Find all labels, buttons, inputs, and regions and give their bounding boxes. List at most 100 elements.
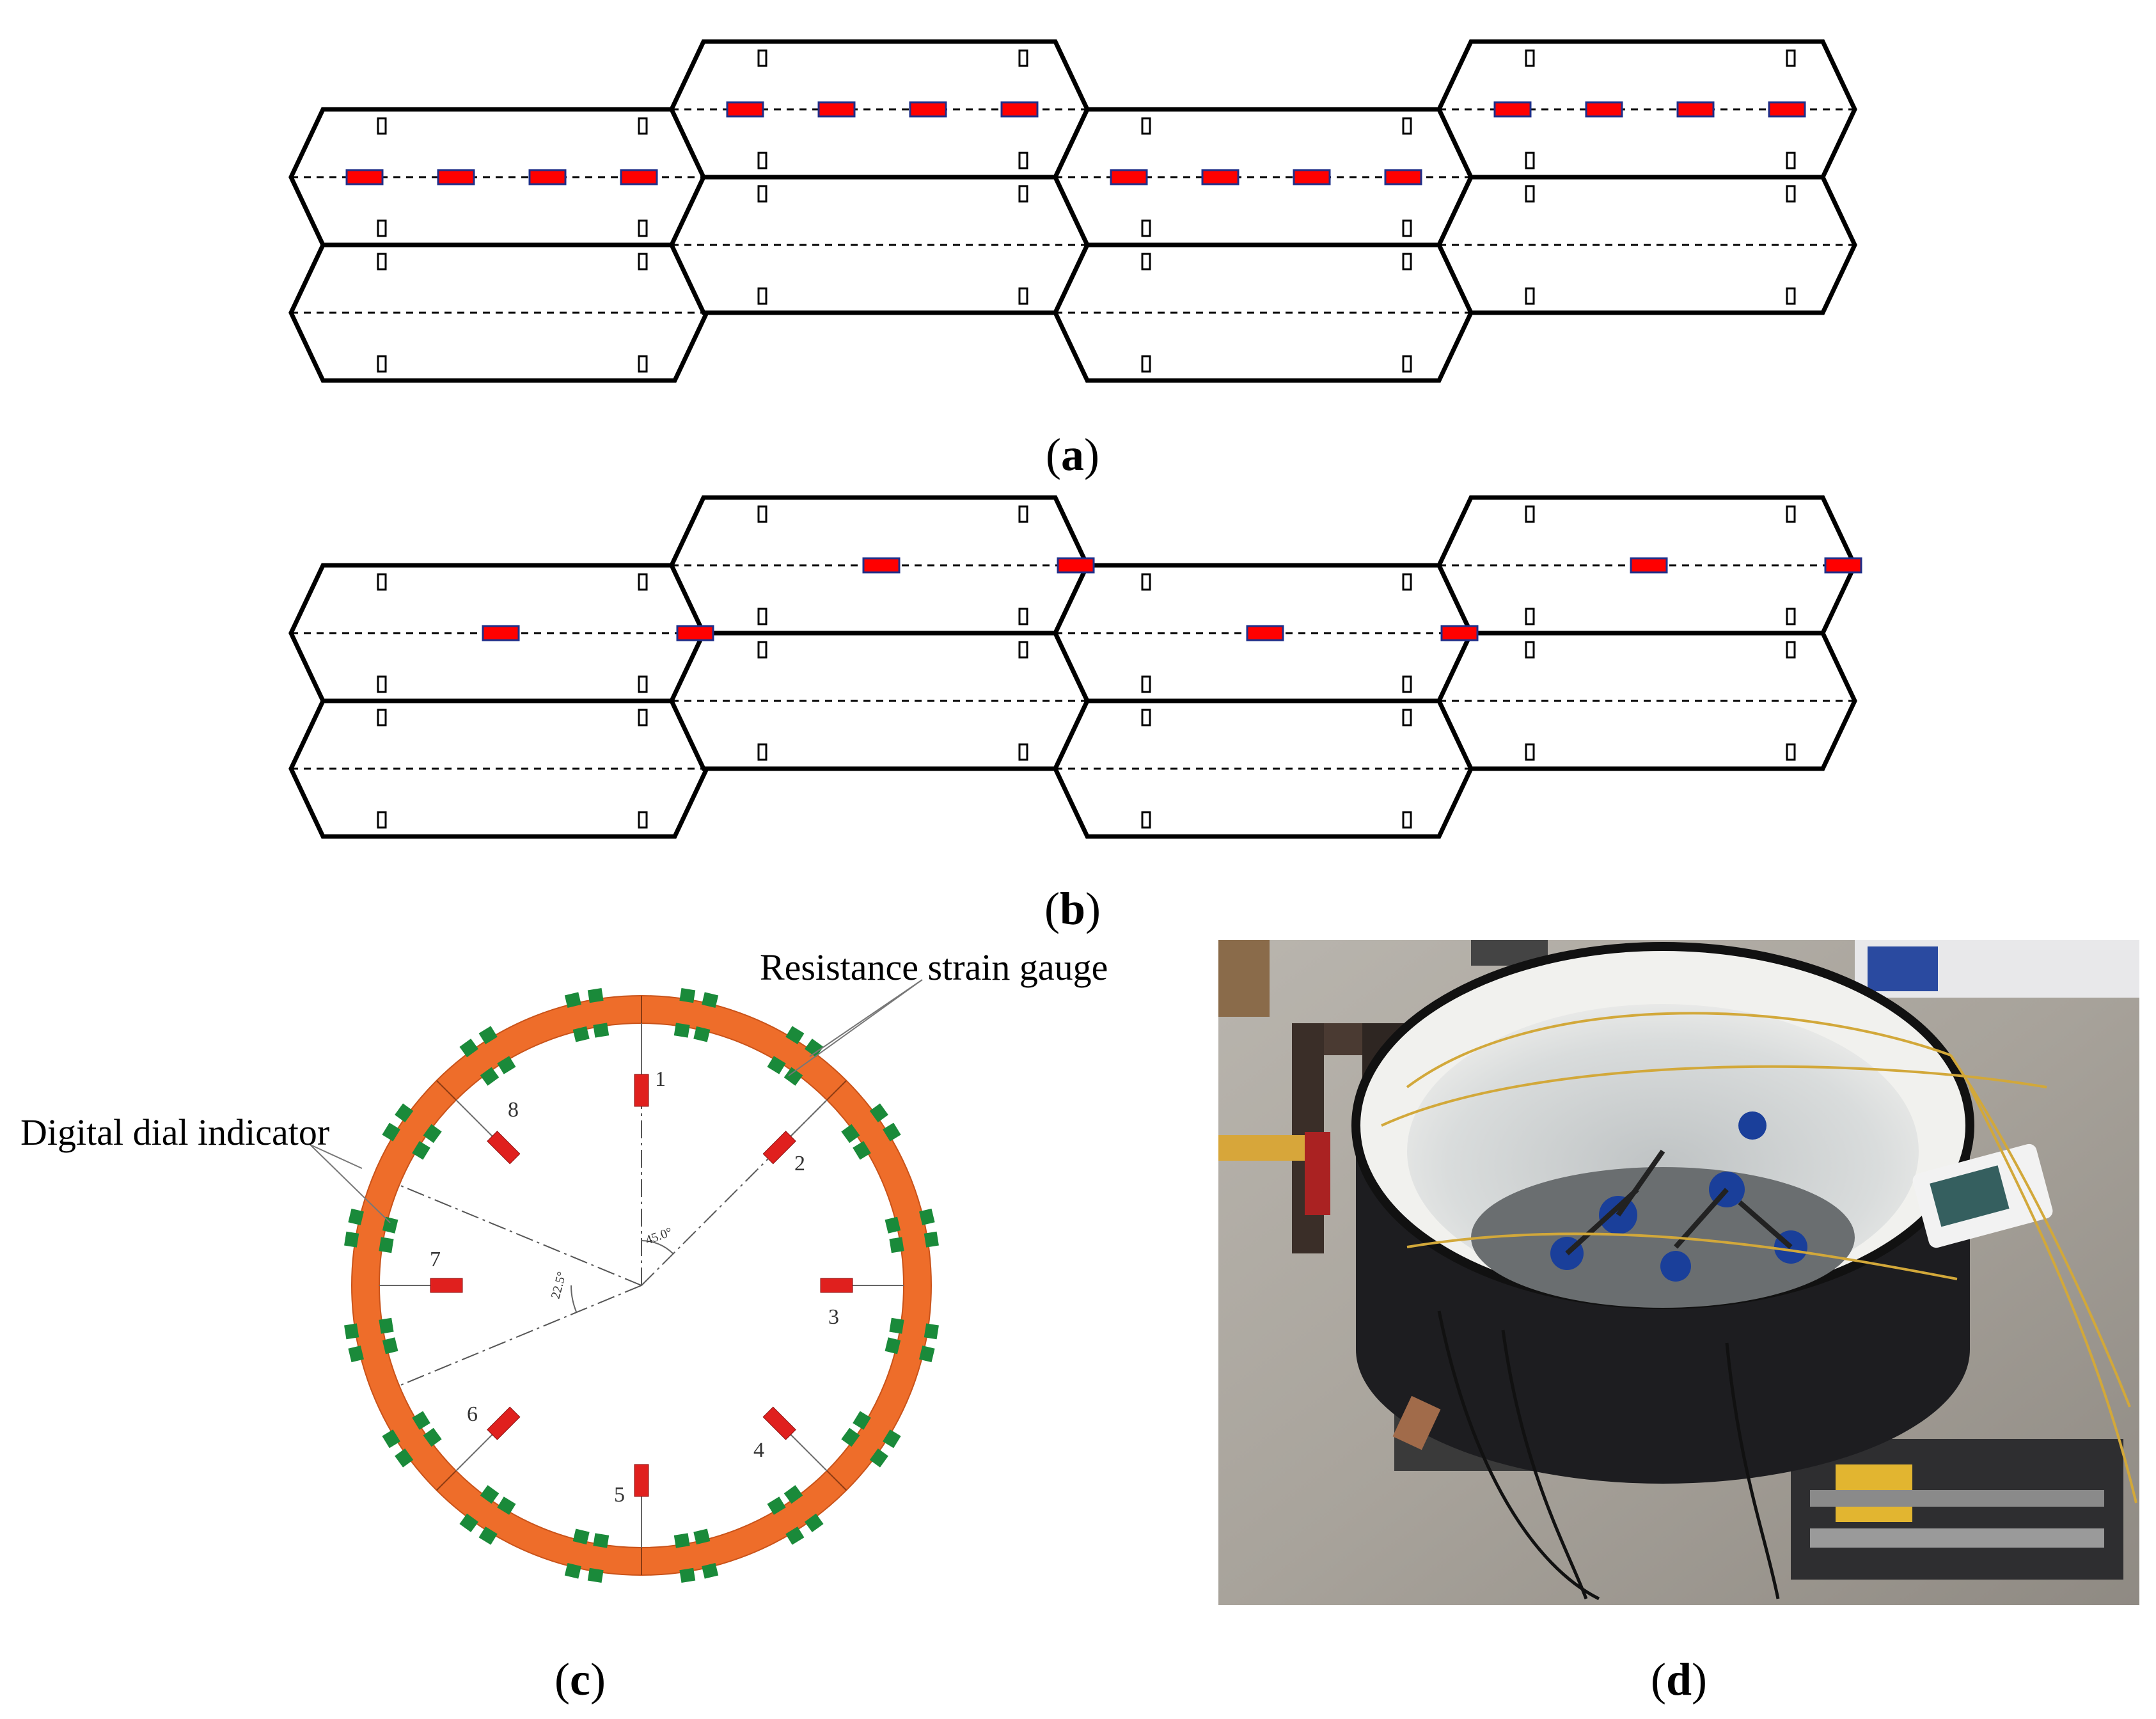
dial-indicator-marker-outer-14 <box>785 1527 805 1545</box>
strain-gauge-b-1-0 <box>862 557 901 574</box>
bolt-hole-1-1-b0 <box>757 743 767 761</box>
strain-gauge-a-2-1 <box>1201 169 1239 185</box>
dial-indicator-marker-outer-5 <box>869 1103 888 1122</box>
bolt-hole-2-1-t1 <box>1402 709 1412 726</box>
strain-gauge-label: Resistance strain gauge <box>760 946 1108 988</box>
bolt-hole-1-1-t0 <box>757 641 767 659</box>
bolt-hole-2-1-t1 <box>1402 253 1412 271</box>
dial-indicator-marker-outer-28 <box>395 1103 414 1122</box>
strain-gauge-b-2-0 <box>1246 625 1284 641</box>
bolt-hole-3-1-b0 <box>1525 743 1535 761</box>
bolt-hole-0-0-t0 <box>377 573 387 591</box>
bolt-hole-1-1-t1 <box>1018 185 1028 203</box>
strain-gauge-a-0-2 <box>528 169 567 185</box>
dial-indicator-marker-inner-18 <box>572 1528 590 1545</box>
strain-gauge-a-0-0 <box>345 169 384 185</box>
strain-gauge-a-0-3 <box>620 169 658 185</box>
bolt-hole-1-0-b1 <box>1018 152 1028 169</box>
strain-gauge-a-3-0 <box>1493 101 1532 118</box>
bolt-hole-2-1-t0 <box>1141 709 1151 726</box>
inner-strain-gauge-8 <box>487 1131 521 1165</box>
dial-indicator-marker-outer-4 <box>805 1039 824 1058</box>
panel-b-segment-layout <box>288 495 1862 839</box>
dial-indicator-marker-outer-11 <box>883 1429 901 1448</box>
panel-d-photo <box>1218 940 2139 1605</box>
angle-arc-22 <box>570 1285 578 1313</box>
bolt-hole-3-0-t1 <box>1786 49 1796 67</box>
dial-indicator-marker-outer-9 <box>924 1323 939 1340</box>
dial-indicator-marker-inner-19 <box>497 1496 516 1515</box>
dial-indicator-marker-inner-17 <box>593 1533 610 1548</box>
strain-gauge-b-1-1 <box>1057 557 1095 574</box>
bolt-hole-1-0-t0 <box>757 49 767 67</box>
dial-indicator-marker-outer-24 <box>344 1323 359 1340</box>
dial-indicator-marker-outer-23 <box>348 1346 364 1363</box>
bolt-hole-1-0-t1 <box>1018 49 1028 67</box>
strain-gauge-b-0-0 <box>482 625 520 641</box>
bolt-hole-0-0-b0 <box>377 219 387 237</box>
bolt-hole-0-1-b1 <box>638 355 648 373</box>
dial-indicator-marker-outer-29 <box>459 1039 478 1058</box>
bolt-hole-3-1-t1 <box>1786 185 1796 203</box>
inner-strain-gauge-1 <box>634 1074 649 1107</box>
bolt-hole-0-1-t0 <box>377 253 387 271</box>
bolt-hole-1-0-t0 <box>757 505 767 523</box>
inner-strain-gauge-2 <box>762 1131 796 1165</box>
strain-gauge-b-3-0 <box>1630 557 1668 574</box>
bolt-hole-0-1-b0 <box>377 811 387 829</box>
dial-indicator-marker-outer-12 <box>869 1448 888 1468</box>
dial-indicator-marker-outer-19 <box>478 1527 498 1545</box>
dial-indicator-marker-inner-27 <box>412 1141 430 1160</box>
bolt-hole-1-0-b0 <box>757 152 767 169</box>
dial-indicator-marker-inner-14 <box>767 1496 786 1515</box>
bolt-hole-3-1-b1 <box>1786 743 1796 761</box>
bolt-hole-2-1-t0 <box>1141 253 1151 271</box>
bolt-hole-2-0-b0 <box>1141 219 1151 237</box>
dial-indicator-marker-outer-26 <box>348 1208 364 1225</box>
panel-d-caption: (d) <box>1651 1654 1707 1705</box>
bolt-hole-0-0-t0 <box>377 117 387 135</box>
dial-indicator-marker-outer-8 <box>924 1231 939 1248</box>
ring-joint-1 <box>826 1079 847 1101</box>
dial-indicator-marker-inner-23 <box>382 1337 398 1354</box>
bolt-hole-3-1-t1 <box>1786 641 1796 659</box>
dial-indicator-marker-outer-16 <box>679 1567 696 1583</box>
dial-indicator-marker-inner-11 <box>853 1411 871 1430</box>
bolt-hole-2-0-b1 <box>1402 219 1412 237</box>
dial-indicator-marker-outer-18 <box>564 1563 581 1579</box>
strain-gauge-b-2-1 <box>1440 625 1479 641</box>
bolt-hole-2-0-t1 <box>1402 573 1412 591</box>
dial-indicator-marker-inner-31 <box>572 1026 590 1042</box>
dial-indicator-marker-inner-5 <box>841 1124 860 1143</box>
chain-line-lower-left <box>398 1285 642 1386</box>
inner-strain-gauge-4 <box>762 1406 796 1440</box>
angle-arc-45 <box>641 1240 674 1255</box>
gauge-number-7: 7 <box>430 1248 441 1271</box>
bolt-hole-1-1-t1 <box>1018 641 1028 659</box>
strain-gauge-a-1-1 <box>817 101 856 118</box>
bolt-hole-3-1-t0 <box>1525 185 1535 203</box>
dial-indicator-marker-inner-22 <box>412 1411 430 1430</box>
dial-indicator-marker-outer-13 <box>805 1513 824 1532</box>
dial-indicator-marker-outer-21 <box>395 1448 414 1468</box>
dial-indicator-marker-inner-6 <box>853 1141 871 1160</box>
panel-c-ring-plan: Resistance strain gauge Digital dial ind… <box>20 946 1108 1583</box>
bolt-hole-2-0-b0 <box>1141 675 1151 693</box>
dial-indicator-marker-outer-17 <box>587 1567 604 1583</box>
bolt-hole-0-0-b1 <box>638 219 648 237</box>
dial-indicator-marker-inner-28 <box>423 1124 442 1143</box>
ring-group <box>344 988 939 1583</box>
dial-indicator-marker-outer-25 <box>344 1231 359 1248</box>
dial-indicator-marker-inner-13 <box>783 1485 803 1504</box>
gauge-number-5: 5 <box>614 1483 625 1507</box>
dial-indicator-marker-inner-7 <box>885 1216 901 1234</box>
gauge-number-2: 2 <box>794 1152 805 1175</box>
dial-indicator-marker-outer-7 <box>919 1208 935 1225</box>
panel-a-segment-layout <box>288 39 1857 383</box>
strain-gauge-a-1-0 <box>726 101 764 118</box>
dial-indicator-label: Digital dial indicator <box>20 1111 329 1153</box>
bolt-hole-1-0-b0 <box>757 608 767 625</box>
strain-gauge-b-0-1 <box>676 625 714 641</box>
dial-indicator-marker-inner-2 <box>693 1026 711 1042</box>
bolt-hole-3-1-b1 <box>1786 287 1796 305</box>
